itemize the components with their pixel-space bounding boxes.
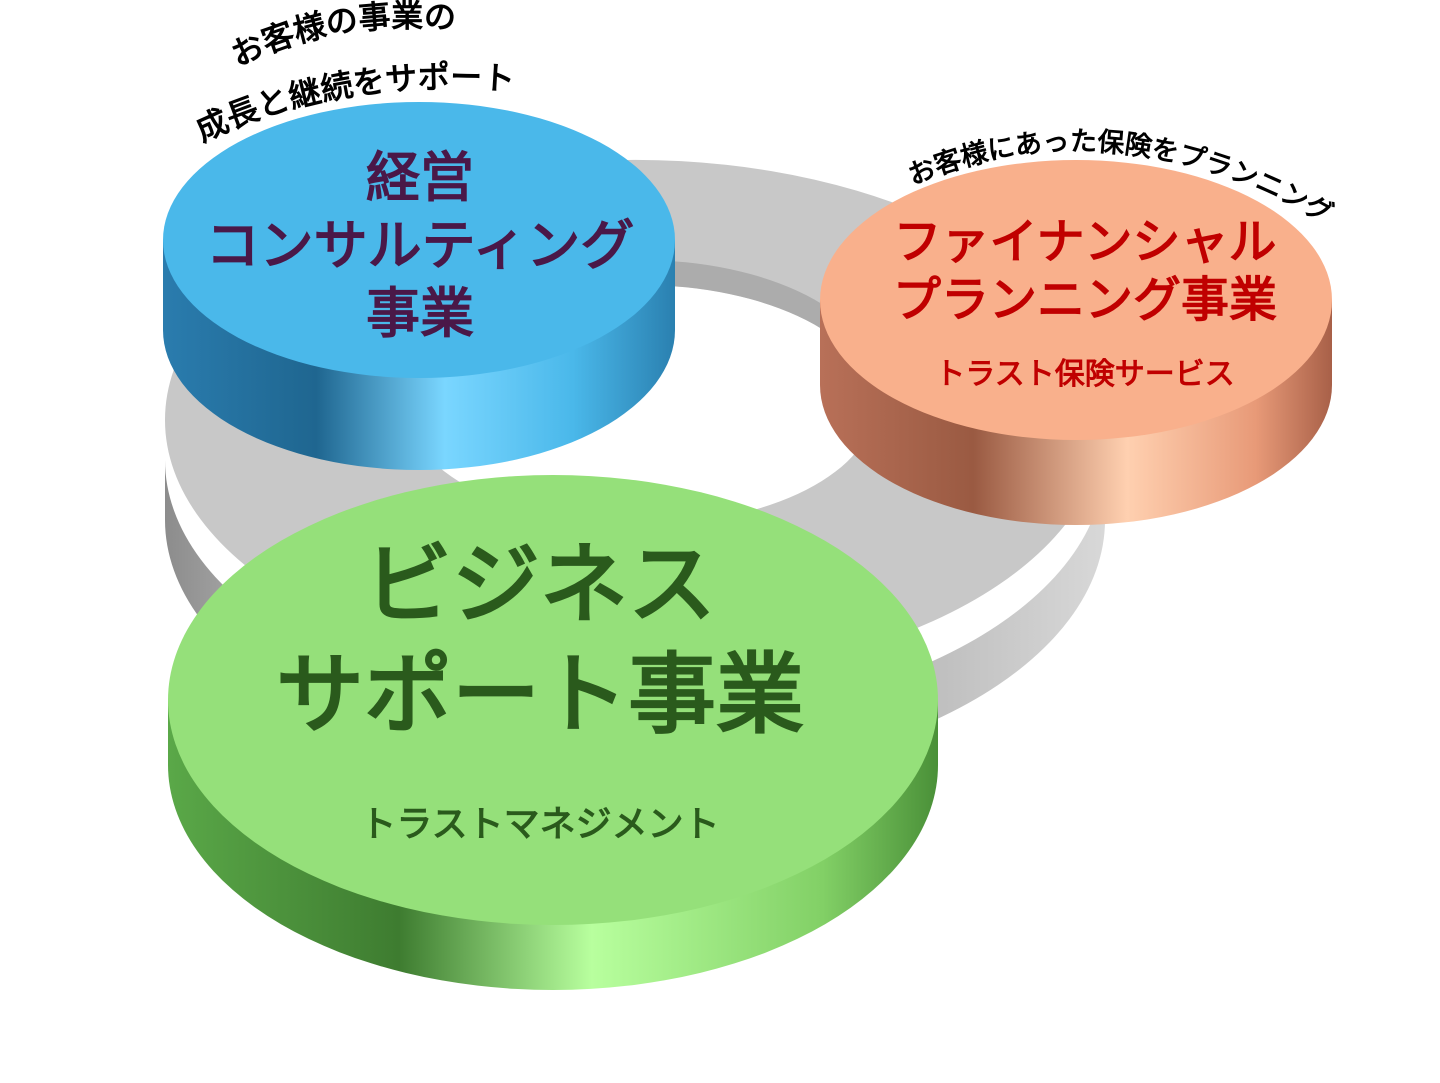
business-disk xyxy=(168,475,938,990)
consulting-disk xyxy=(163,102,675,470)
business-subtitle: トラストマネジメント xyxy=(360,804,719,845)
business-title-line2: サポート事業 xyxy=(276,643,804,746)
consulting-title-line3: 事業 xyxy=(366,282,474,345)
consulting-title-line2: コンサルティング xyxy=(206,214,635,277)
financial-title-line1: ファイナンシャル xyxy=(893,214,1276,270)
financial-disk xyxy=(820,160,1332,525)
consulting-title-line1: 経営 xyxy=(366,146,474,209)
financial-subtitle: トラスト保険サービス xyxy=(935,357,1234,392)
financial-title-line2: プランニング事業 xyxy=(893,272,1277,328)
business-title-line1: ビジネス xyxy=(364,533,716,636)
